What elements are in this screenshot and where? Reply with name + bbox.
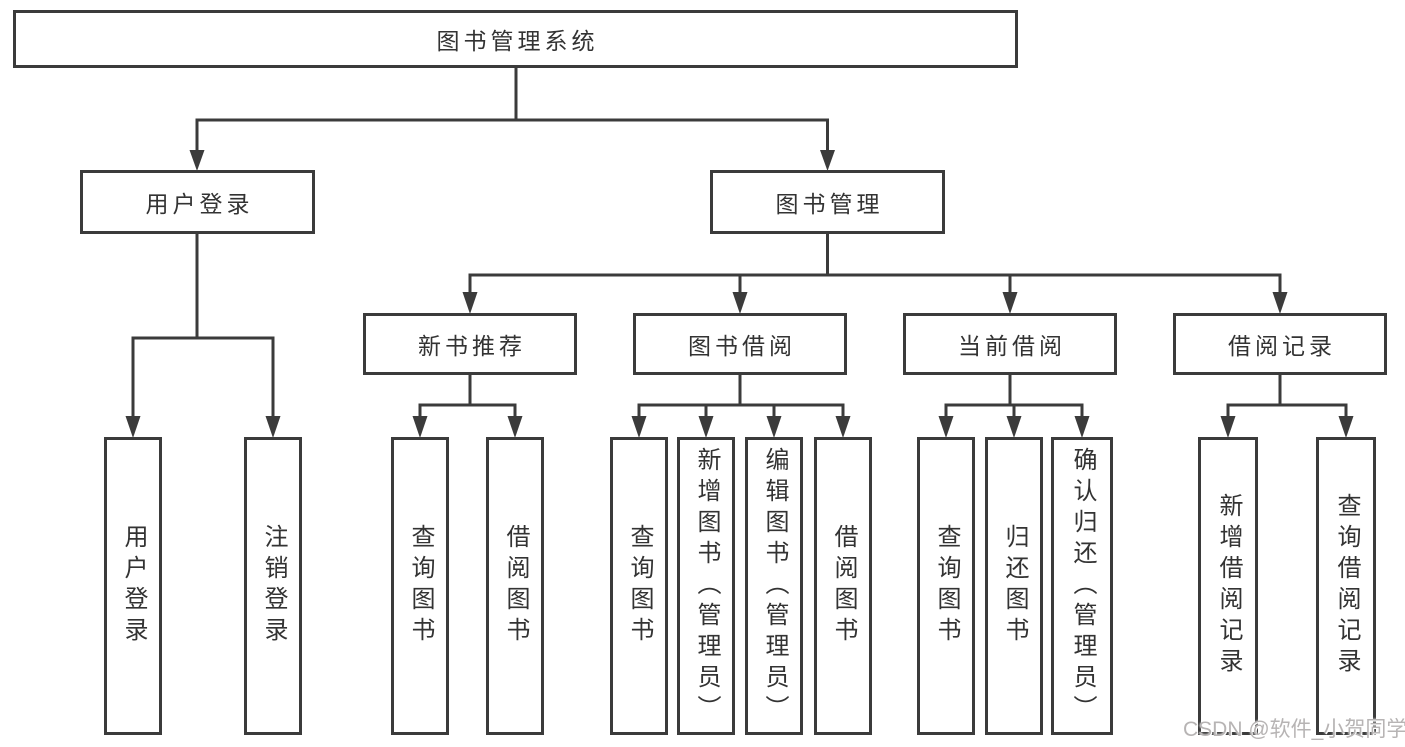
leaf-current-query-books: 查询图书: [917, 437, 975, 735]
leaf-borrow-add-books-admin: 新增图书（管理员）: [677, 437, 735, 735]
leaf-recommend-query-books: 查询图书: [391, 437, 449, 735]
node-library-system: 图书管理系统: [13, 10, 1018, 68]
node-current-borrow: 当前借阅: [903, 313, 1117, 375]
leaf-records-add-record: 新增借阅记录: [1198, 437, 1258, 735]
watermark: CSDN @软件_小贺同学: [1183, 718, 1405, 741]
leaf-logout: 注销登录: [244, 437, 302, 735]
leaf-borrow-query-books: 查询图书: [610, 437, 668, 735]
leaf-recommend-borrow-books: 借阅图书: [486, 437, 544, 735]
leaf-user-login: 用户登录: [104, 437, 162, 735]
node-new-book-recommend: 新书推荐: [363, 313, 577, 375]
leaf-current-return-books: 归还图书: [985, 437, 1043, 735]
leaf-borrow-borrow-books: 借阅图书: [814, 437, 872, 735]
node-borrow-records: 借阅记录: [1173, 313, 1387, 375]
leaf-current-confirm-return-admin: 确认归还（管理员）: [1051, 437, 1113, 735]
node-user-login: 用户登录: [80, 170, 315, 234]
node-book-management: 图书管理: [710, 170, 945, 234]
leaf-records-query-record: 查询借阅记录: [1316, 437, 1376, 735]
node-book-borrow: 图书借阅: [633, 313, 847, 375]
leaf-borrow-edit-books-admin: 编辑图书（管理员）: [745, 437, 803, 735]
